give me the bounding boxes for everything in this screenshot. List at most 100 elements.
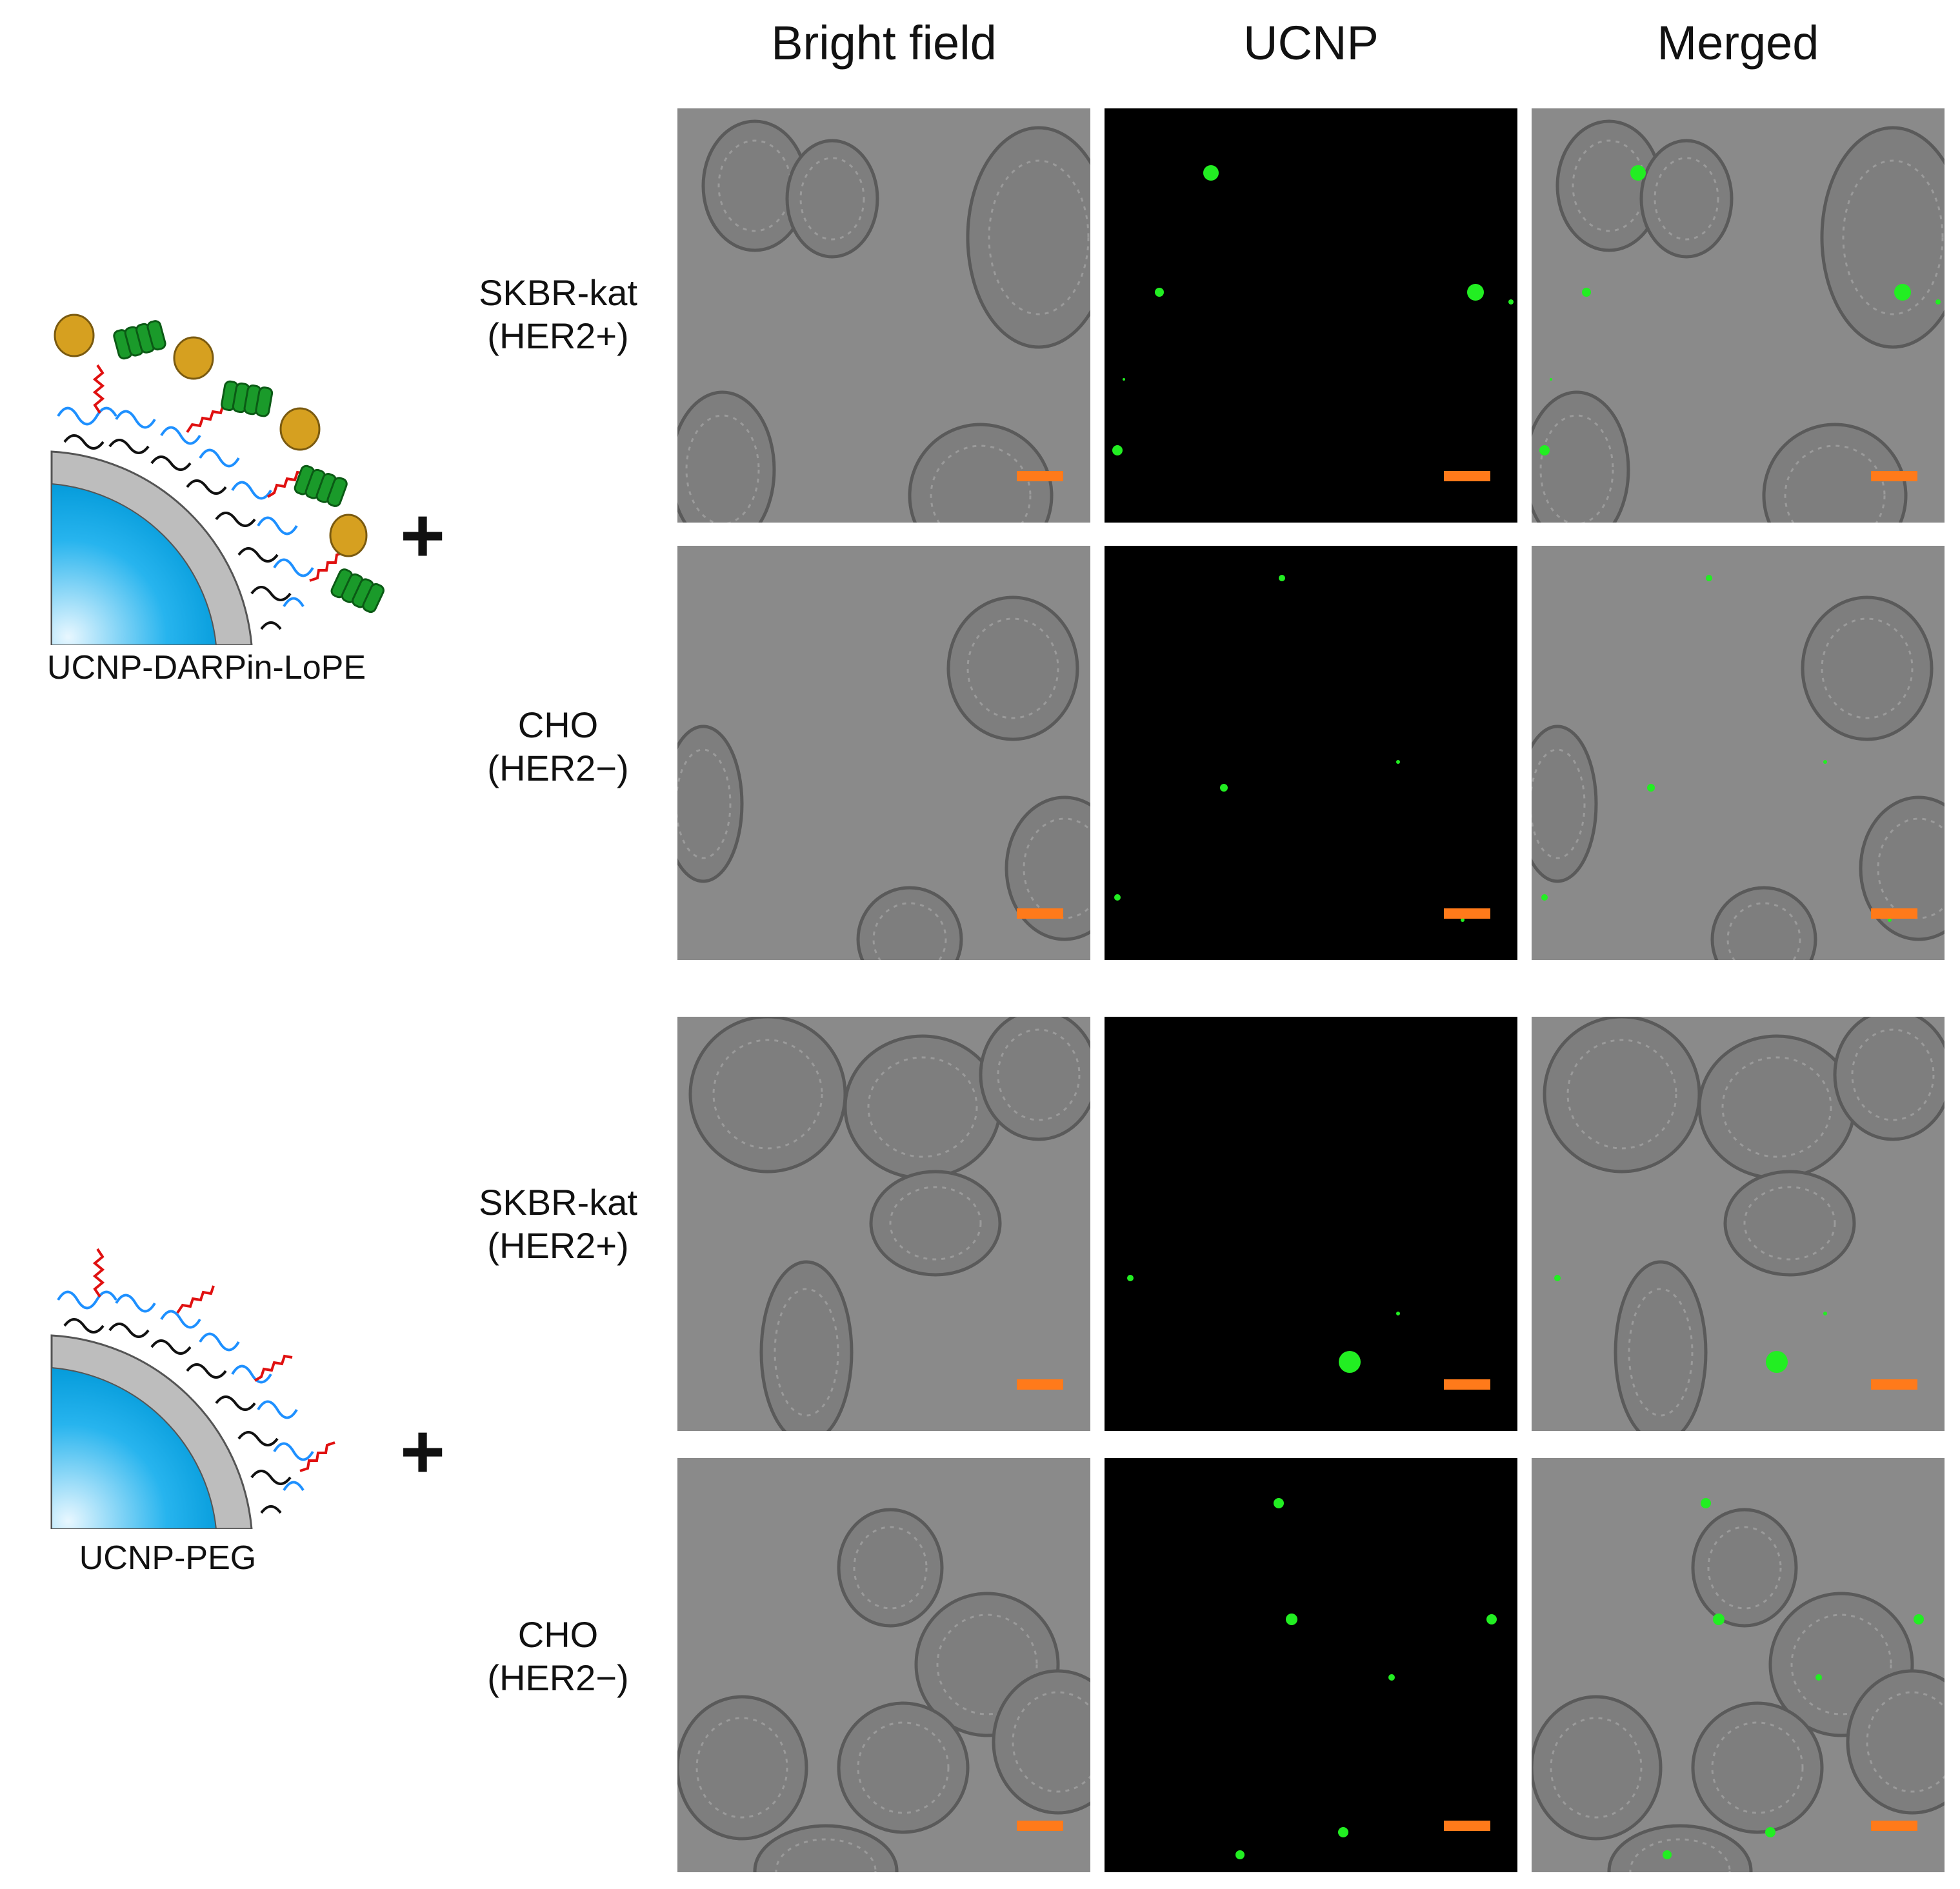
panel-row1-merged: [1532, 108, 1945, 523]
cell-texture: [1532, 748, 1586, 859]
cell-texture: [1726, 902, 1801, 960]
nanoparticle-diagram-darpin-lope: [39, 297, 400, 646]
ucnp-spot: [1286, 1614, 1297, 1625]
ucnp-spot: [1339, 1351, 1361, 1373]
scale-bar: [1444, 471, 1490, 481]
micrograph-image: [677, 546, 1090, 960]
micrograph-image: [1532, 546, 1945, 960]
cell-outline: [677, 725, 744, 883]
cell-texture: [988, 159, 1090, 315]
ucnp-spot: [1220, 784, 1228, 792]
micrograph-image: [677, 108, 1090, 523]
nanoparticle-diagram-peg: [39, 1226, 374, 1530]
row-label-3-status: (HER2+): [487, 1225, 629, 1266]
ucnp-spot: [1914, 1614, 1924, 1624]
scale-bar: [1871, 471, 1917, 481]
ucnp-spot: [1815, 1674, 1822, 1681]
micrograph-image: [1105, 1017, 1517, 1431]
ucnp-spot: [1235, 1850, 1245, 1859]
ucnp-spot: [1274, 1498, 1284, 1508]
row-label-4-status: (HER2−): [487, 1657, 629, 1699]
cell-texture: [1628, 1288, 1694, 1417]
ucnp-spot: [1630, 165, 1646, 181]
column-header-ucnp: UCNP: [1243, 16, 1379, 70]
ucnp-spot: [1823, 760, 1827, 764]
cell-texture: [774, 1288, 839, 1417]
cell-outline: [1614, 1260, 1708, 1431]
cell-texture: [712, 1039, 823, 1150]
cell-outline: [1607, 1824, 1753, 1872]
cell-texture: [1539, 414, 1614, 523]
cell-texture: [1566, 1039, 1677, 1150]
cell-outline: [1859, 795, 1945, 941]
cell-outline: [1691, 1701, 1824, 1834]
ucnp-spot: [1765, 1827, 1775, 1837]
cell-texture: [872, 902, 947, 960]
micrograph-image: [1105, 1458, 1517, 1872]
cell-texture: [1711, 1721, 1804, 1814]
cell-texture: [685, 414, 760, 523]
ucnp-spot: [1706, 575, 1712, 581]
micrograph-image: [1532, 108, 1945, 523]
panel-row2-ucnp: [1105, 546, 1517, 960]
ucnp-spot: [1894, 284, 1911, 301]
row-label-2-cell: CHO: [517, 705, 599, 745]
nanoparticle-label-peg: UCNP-PEG: [79, 1539, 257, 1577]
ucnp-spot: [1541, 894, 1548, 901]
column-header-bright-field: Bright field: [771, 16, 997, 70]
panel-row3-ucnp: [1105, 1017, 1517, 1431]
ucnp-spot: [1888, 918, 1892, 922]
scale-bar: [1444, 908, 1490, 919]
micrograph-image: [1105, 546, 1517, 960]
panel-row2-merged: [1532, 546, 1945, 960]
cell-texture: [857, 1721, 950, 1814]
ucnp-spot: [1713, 1614, 1725, 1625]
row-label-1: SKBR-kat (HER2+): [452, 271, 665, 357]
cell-texture: [1842, 159, 1944, 315]
cell-outline: [979, 1017, 1090, 1141]
ucnp-spot: [1582, 288, 1591, 297]
cell-outline: [1846, 1669, 1945, 1815]
micrograph-image: [1532, 1017, 1945, 1431]
ucnp-spot: [1539, 445, 1550, 455]
ucnp-spot: [1123, 378, 1125, 381]
ucnp-spot: [1203, 165, 1219, 181]
ucnp-spot: [1396, 760, 1400, 764]
cell-texture: [1784, 445, 1886, 523]
cell-texture: [677, 748, 732, 859]
cell-outline: [1820, 126, 1945, 349]
nanoparticle-label-darpin-lope: UCNP-DARPin-LoPE: [46, 649, 366, 686]
ucnp-spot: [1155, 288, 1164, 297]
row-label-4-cell: CHO: [517, 1614, 599, 1655]
cell-texture: [1851, 1028, 1935, 1121]
cell-texture: [1866, 1691, 1945, 1793]
row-label-2: CHO (HER2−): [452, 703, 665, 790]
ucnp-spot: [1823, 1312, 1827, 1315]
cell-outline: [966, 126, 1090, 349]
panel-row1-ucnp: [1105, 108, 1517, 523]
cell-texture: [695, 1717, 788, 1819]
cell-texture: [799, 157, 865, 241]
cell-texture: [930, 445, 1032, 523]
cell-texture: [889, 1186, 982, 1261]
cell-outline: [759, 1260, 854, 1431]
ucnp-spot: [1554, 1275, 1561, 1281]
cell-texture: [867, 1056, 978, 1158]
scale-bar: [1017, 908, 1063, 919]
cell-texture: [1707, 1526, 1782, 1610]
cell-texture: [853, 1526, 928, 1610]
micrograph-image: [1105, 108, 1517, 523]
cell-outline: [837, 1701, 970, 1834]
ucnp-spot: [1461, 918, 1465, 922]
ucnp-spot: [1647, 784, 1655, 792]
cell-outline: [908, 423, 1054, 523]
ucnp-spot: [1467, 284, 1484, 301]
cell-texture: [775, 1838, 877, 1872]
ucnp-spot: [1508, 299, 1514, 305]
cell-outline: [1833, 1017, 1945, 1141]
panel-row2-bright-field: [677, 546, 1090, 960]
cell-texture: [1550, 1717, 1643, 1819]
cell-texture: [1821, 617, 1914, 719]
cell-texture: [1629, 1838, 1731, 1872]
cell-outline: [1005, 795, 1090, 941]
